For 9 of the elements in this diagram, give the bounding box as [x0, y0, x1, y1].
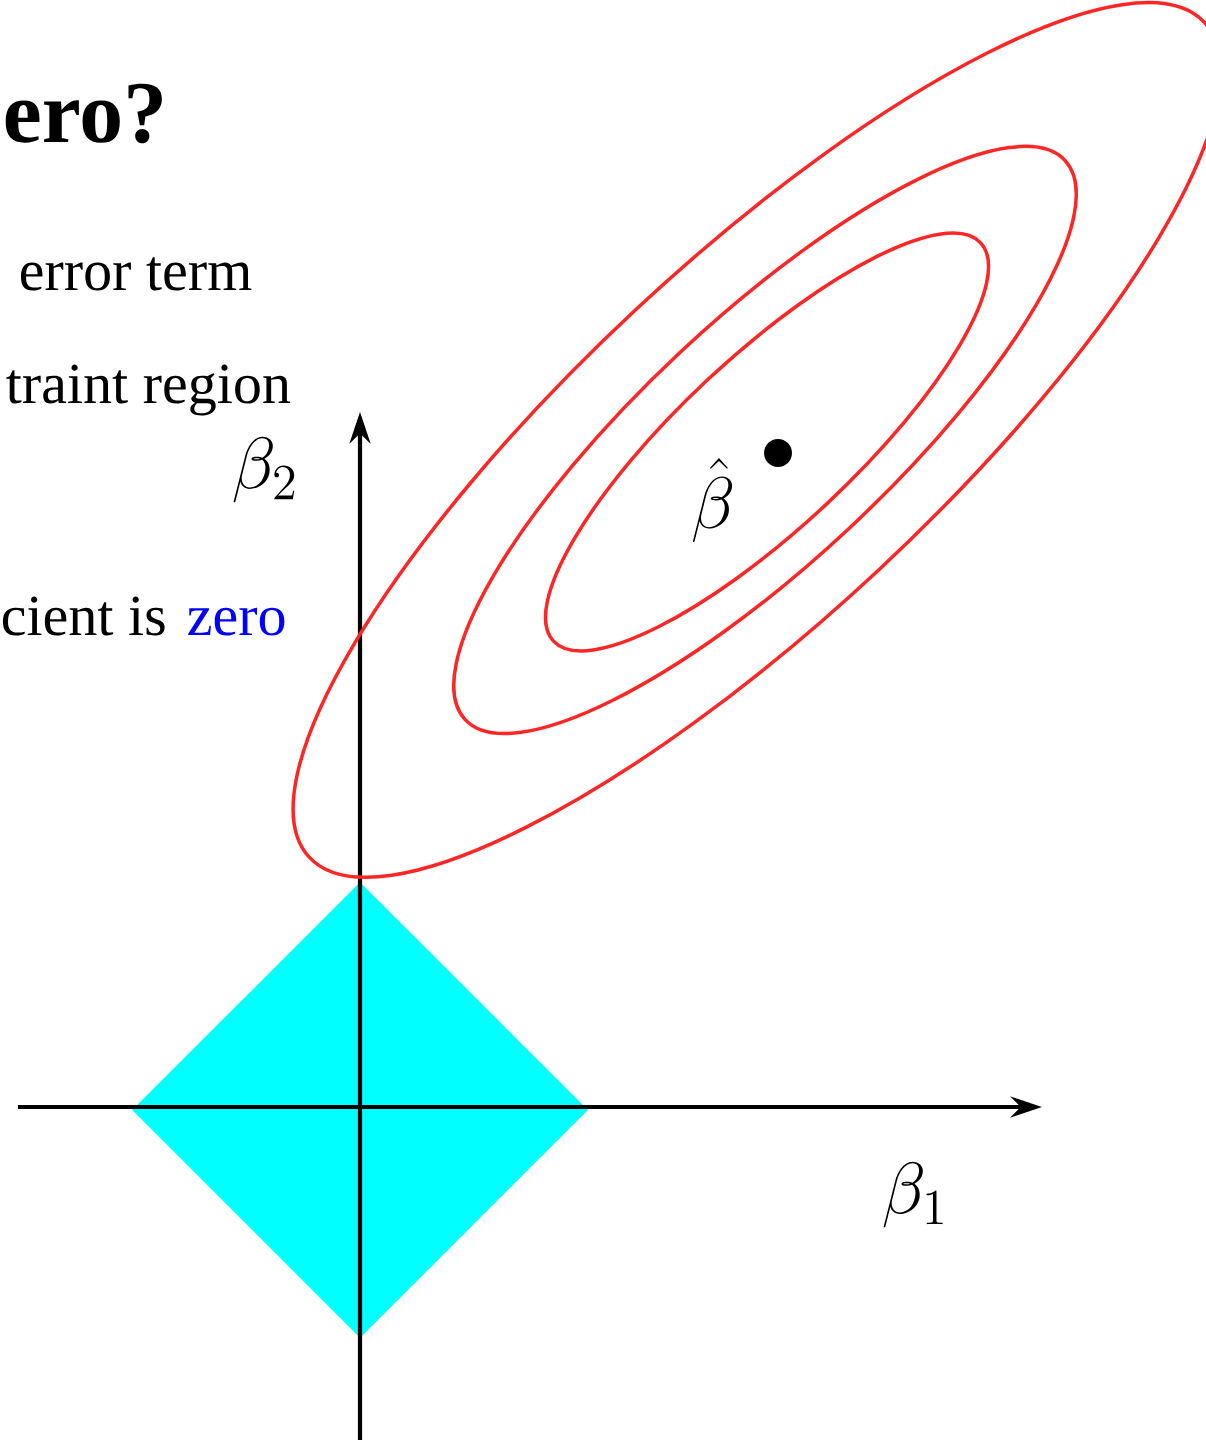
axis-label: $\beta_{1}$	[883, 1161, 943, 1228]
axis-label: $\beta_{2}$	[233, 436, 295, 503]
body-text: cient is	[2, 596, 165, 636]
constraint-diamond	[132, 882, 588, 1338]
heading: ero?	[5, 83, 162, 144]
body-text: error term	[20, 257, 252, 291]
axis-label: $\hat{\beta}$	[692, 458, 733, 542]
body-text: traint region	[6, 364, 291, 416]
highlighted-word: zero	[188, 607, 285, 636]
